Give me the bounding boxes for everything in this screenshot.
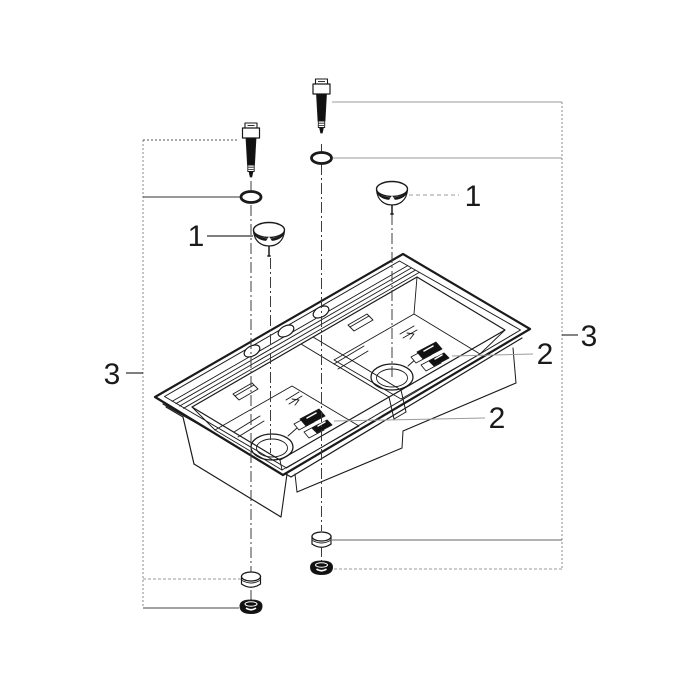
right-bowl <box>333 276 506 400</box>
right-drain-hole <box>370 363 414 391</box>
reference-frame <box>126 101 578 609</box>
bowl-divider <box>300 336 407 420</box>
spacer-ring-left <box>240 571 262 588</box>
centerlines <box>250 144 393 601</box>
drain-plug-left <box>252 221 286 257</box>
callout-3-left: 3 <box>104 358 121 391</box>
o-ring-left <box>239 190 263 204</box>
callout-3-right: 3 <box>581 320 598 353</box>
fixing-nut-left <box>239 599 263 615</box>
fixing-nut-right <box>309 560 334 576</box>
callout-1-right: 1 <box>465 180 482 213</box>
mounting-clip-right <box>410 341 450 372</box>
callout-1-left: 1 <box>188 220 205 253</box>
deck-hole-left <box>243 344 261 358</box>
fixing-screw-right <box>312 78 331 134</box>
right-overflow-slot <box>347 313 374 332</box>
callout-2-lower: 2 <box>489 402 506 435</box>
mounting-clip-left <box>293 408 333 439</box>
leader-item2-upper <box>451 353 534 357</box>
left-overflow-slot <box>232 382 259 401</box>
callout-labels: 1 1 2 2 3 3 <box>104 180 598 435</box>
drain-plug-right <box>375 180 409 215</box>
callout-2-upper: 2 <box>537 338 554 371</box>
leader-item2-lower <box>333 417 486 422</box>
sink-body <box>153 252 532 518</box>
fixing-screw-left <box>241 122 261 178</box>
o-ring-right <box>310 151 333 165</box>
sink-rim-inner <box>164 260 521 469</box>
spacer-ring-right <box>311 531 332 548</box>
deck-hole-middle <box>277 324 295 338</box>
